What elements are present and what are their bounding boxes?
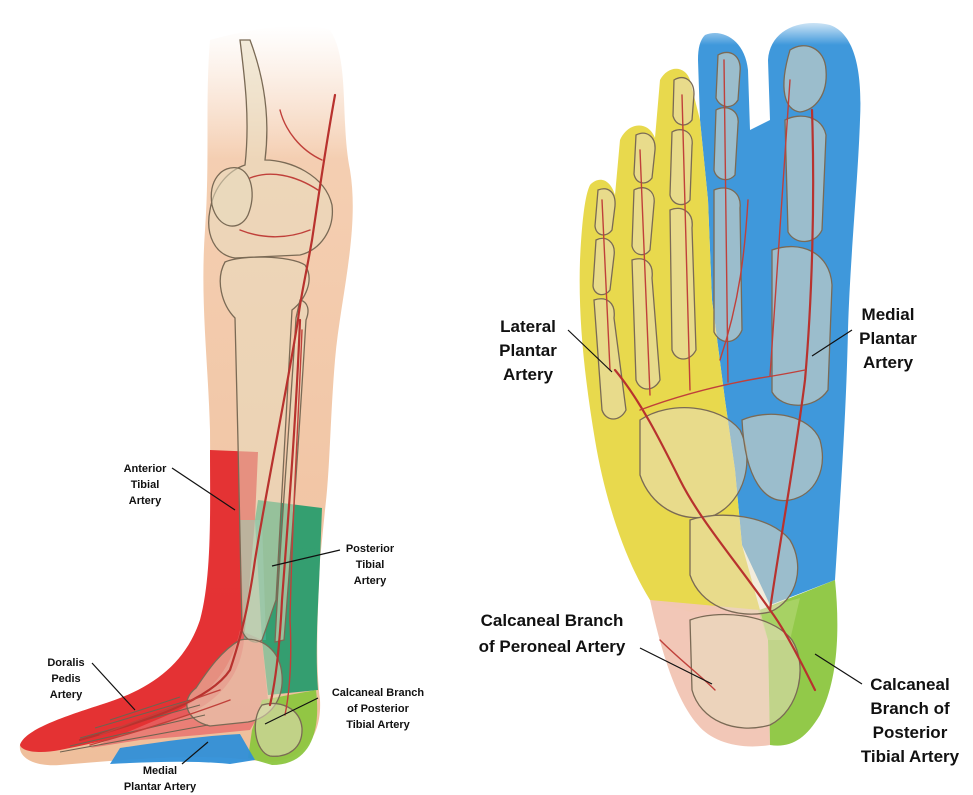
medial-plantar-right-line1: Medial (862, 305, 915, 324)
label-calcaneal-posterior-tibial-right: Calcaneal Branch of Posterior Tibial Art… (815, 654, 960, 766)
calcaneal-left-line2: of Posterior (347, 703, 409, 715)
calcaneal-right-line3: Posterior (873, 723, 948, 742)
calcaneal-right-line1: Calcaneal (870, 675, 949, 694)
medial-plantar-left-line1: Medial (143, 765, 177, 777)
patella-bone (211, 168, 252, 226)
calcaneus-bone (255, 704, 302, 757)
calcaneal-left-line3: Tibial Artery (346, 719, 410, 731)
posterior-tibial-line3: Artery (354, 575, 387, 587)
toe-tip-fade (580, 15, 880, 45)
calcaneal-right-line2: Branch of (870, 699, 950, 718)
doralis-pedis-line2: Pedis (51, 673, 80, 685)
anterior-tibial-line2: Tibial (131, 479, 160, 491)
lateral-plantar-line3: Artery (503, 365, 554, 384)
posterior-tibial-line2: Tibial (356, 559, 385, 571)
anterior-tibial-line1: Anterior (124, 463, 168, 475)
doralis-pedis-line3: Artery (50, 689, 83, 701)
left-leg-figure (20, 26, 353, 765)
calcaneal-right-line4: Tibial Artery (861, 747, 960, 766)
lateral-plantar-line1: Lateral (500, 317, 556, 336)
medial-plantar-right-line3: Artery (863, 353, 914, 372)
calcaneal-peroneal-line1: Calcaneal Branch (481, 611, 624, 630)
posterior-tibial-line1: Posterior (346, 543, 395, 555)
medial-plantar-right-line2: Plantar (859, 329, 917, 348)
calcaneal-left-line1: Calcaneal Branch (332, 687, 425, 699)
doralis-pedis-line1: Doralis (47, 657, 84, 669)
calcaneal-peroneal-line2: of Peroneal Artery (479, 637, 626, 656)
medial-plantar-left-line2: Plantar Artery (124, 781, 197, 793)
anterior-tibial-line3: Artery (129, 495, 162, 507)
lateral-plantar-line2: Plantar (499, 341, 557, 360)
